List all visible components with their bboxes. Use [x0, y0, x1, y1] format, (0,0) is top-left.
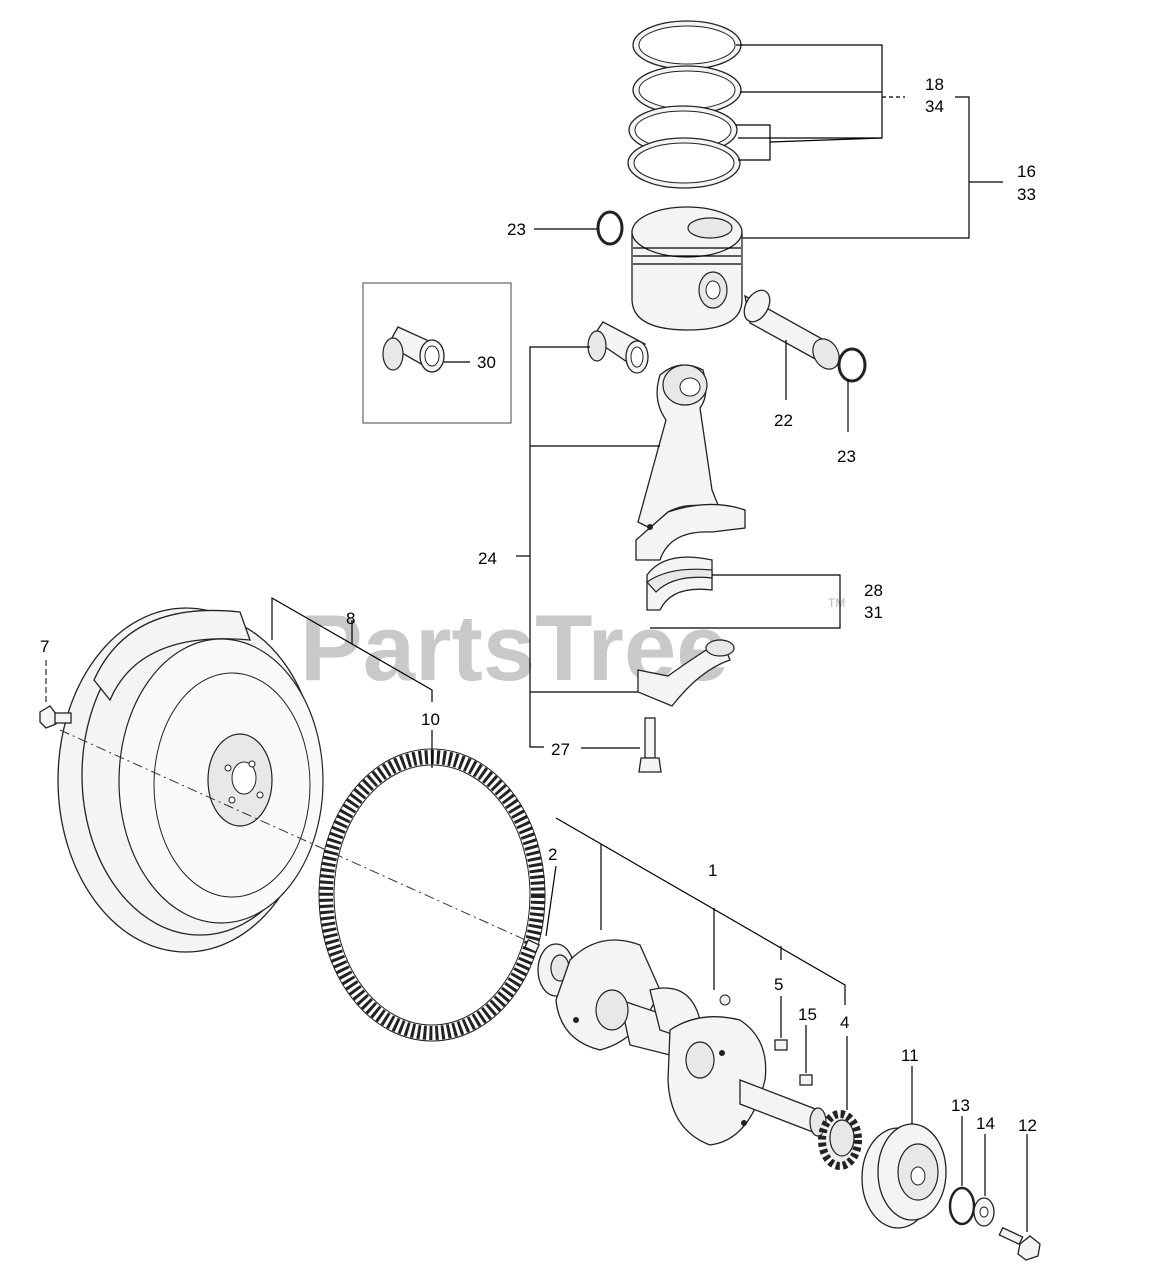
callout-28: 28 [864, 581, 883, 600]
rod-bolt[interactable] [638, 717, 662, 773]
key-15[interactable] [799, 1074, 813, 1086]
callout-24: 24 [478, 549, 497, 568]
callout-31: 31 [864, 603, 883, 622]
callout-2: 2 [548, 845, 557, 864]
dowel-pin[interactable] [524, 938, 540, 954]
callout-33: 33 [1017, 185, 1036, 204]
callout-12: 12 [1018, 1116, 1037, 1135]
callout-18: 18 [925, 75, 944, 94]
ring-gear[interactable] [318, 748, 546, 1042]
bushing-inset-box [362, 282, 512, 424]
callout-34: 34 [925, 97, 944, 116]
flywheel-bolt[interactable] [39, 705, 72, 729]
leader-16-33 [740, 96, 1003, 239]
plug[interactable] [719, 994, 731, 1006]
callout-15: 15 [798, 1005, 817, 1024]
callout-7: 7 [40, 637, 49, 656]
callout-14: 14 [976, 1114, 995, 1133]
callout-11: 11 [901, 1046, 919, 1065]
piston-ring-set[interactable] [627, 20, 742, 189]
center-axis-line [59, 729, 531, 943]
piston-pin[interactable] [739, 286, 844, 374]
small-end-bushing[interactable] [587, 321, 649, 374]
callout-30: 30 [477, 353, 496, 372]
callout-22: 22 [774, 411, 793, 430]
callout-23-upper: 23 [507, 220, 526, 239]
piston[interactable] [631, 206, 743, 331]
flywheel[interactable] [57, 607, 324, 953]
o-ring[interactable] [948, 1186, 976, 1226]
callout-23-lower: 23 [837, 447, 856, 466]
callout-27: 27 [551, 740, 570, 759]
small-end-bushing-inset[interactable] [382, 326, 445, 373]
callout-5: 5 [774, 975, 783, 994]
watermark-trademark: TM [828, 596, 845, 610]
crankshaft[interactable] [537, 939, 827, 1146]
connecting-rod[interactable] [635, 364, 746, 561]
leader-24 [516, 346, 660, 748]
circlip-upper[interactable] [596, 210, 624, 246]
callout-16: 16 [1017, 162, 1036, 181]
callout-10: 10 [421, 710, 440, 729]
callout-4: 4 [840, 1013, 849, 1032]
leader-8 [271, 596, 433, 702]
leader-18-34 [736, 44, 905, 161]
pulley-bolt[interactable] [998, 1226, 1041, 1261]
rod-cap[interactable] [637, 639, 735, 707]
key-5[interactable] [774, 1039, 788, 1051]
callout-13: 13 [951, 1096, 970, 1115]
callout-1: 1 [708, 861, 717, 880]
circlip-lower[interactable] [837, 347, 867, 383]
leader-28-31 [650, 574, 841, 629]
callout-8: 8 [346, 609, 355, 628]
leader-1 [555, 817, 846, 1005]
crank-gear[interactable] [818, 1110, 862, 1170]
crank-pulley[interactable] [861, 1123, 947, 1229]
rod-bearing[interactable] [646, 556, 713, 611]
washer[interactable] [973, 1197, 995, 1227]
